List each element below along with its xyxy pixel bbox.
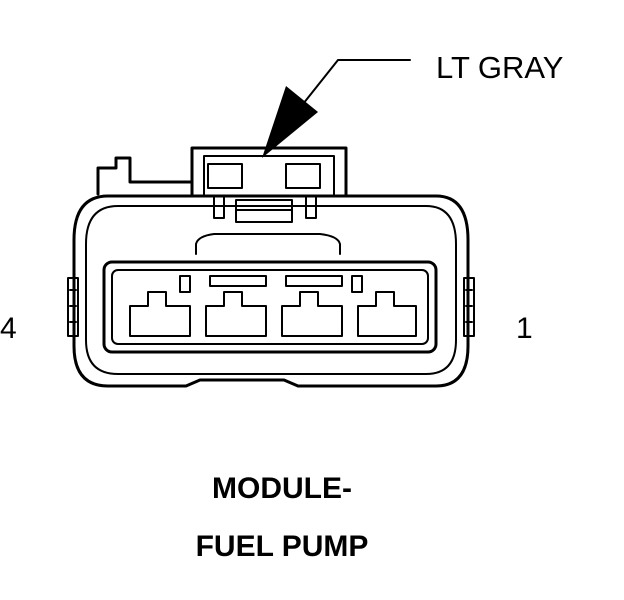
cavity-4 [129,291,191,337]
color-label: LT GRAY [436,50,563,85]
caption-line-2: FUEL PUMP [196,530,369,563]
cavity-1 [351,275,417,337]
connector-body [67,146,475,388]
callout-arrow [262,59,411,158]
caption-line-1: MODULE- [212,472,352,505]
cavity-2 [281,275,343,337]
cavity-3 [179,275,267,337]
pin-label-left: 4 [0,312,17,345]
cavity-row [129,275,417,337]
pin-label-right: 1 [516,312,533,345]
